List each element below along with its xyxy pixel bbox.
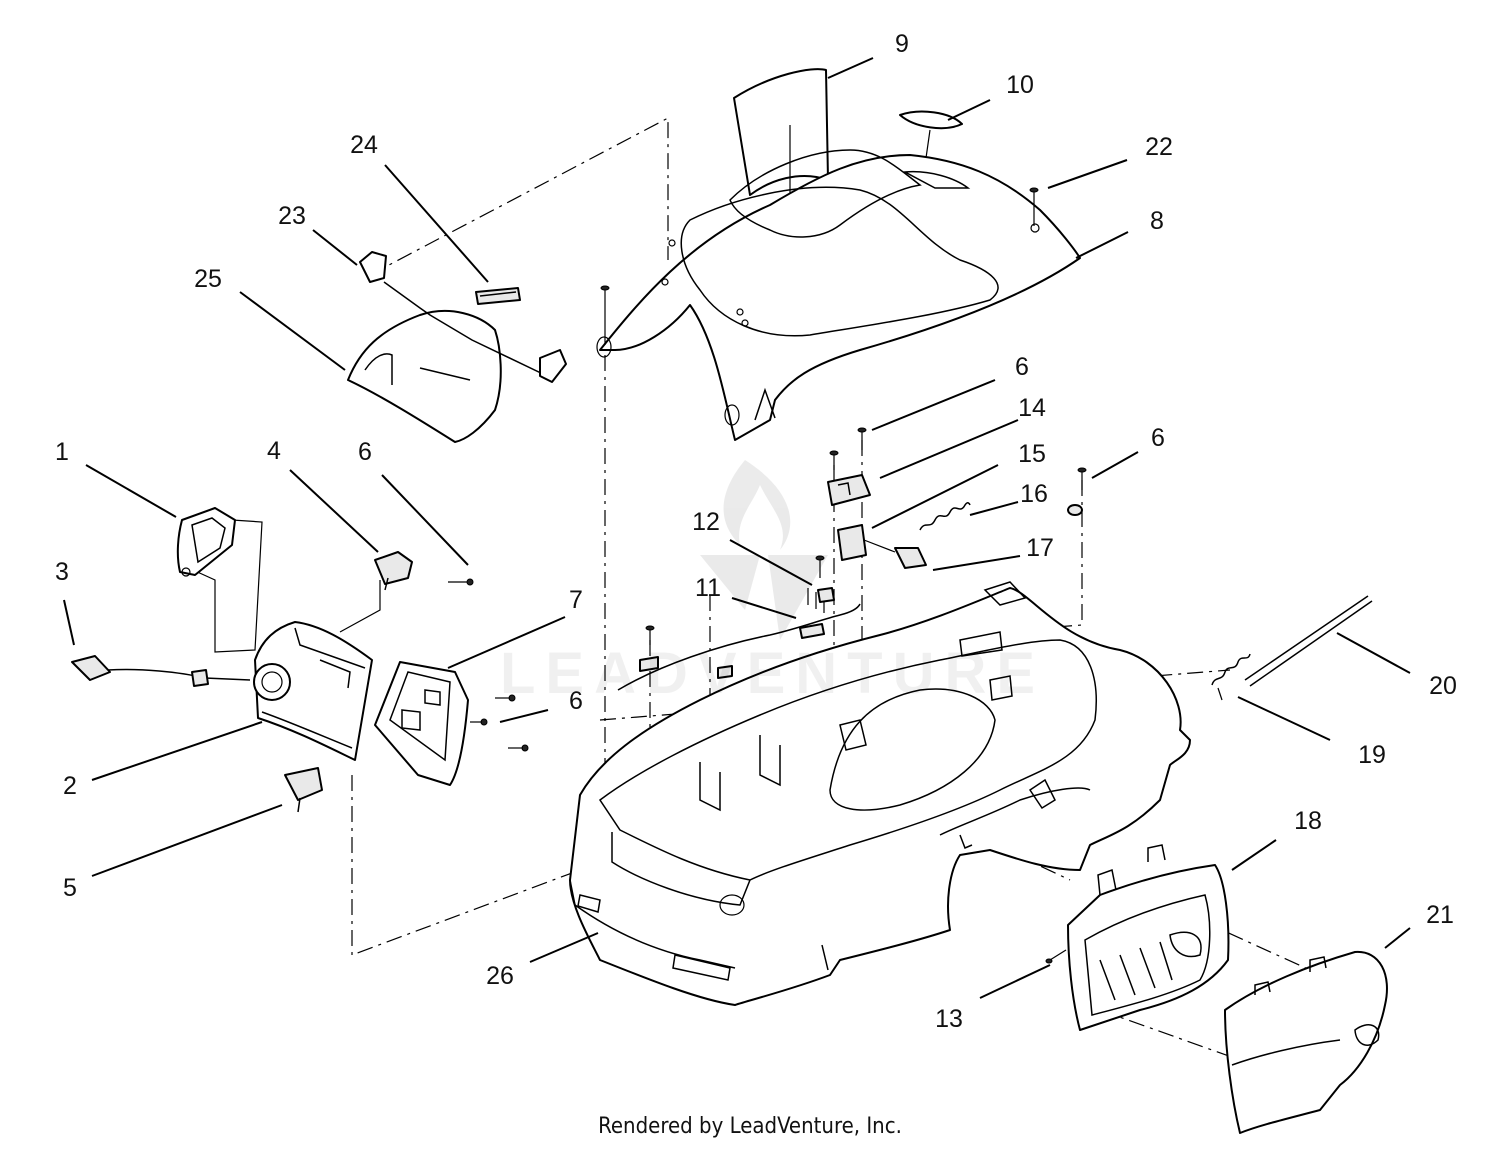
part-22-screw bbox=[1029, 187, 1039, 226]
callout-4: 4 bbox=[267, 437, 281, 465]
callout-6-b: 6 bbox=[569, 687, 583, 715]
footer-credit: Rendered by LeadVenture, Inc. bbox=[598, 1114, 902, 1139]
callout-25: 25 bbox=[194, 265, 222, 293]
callout-6-a: 6 bbox=[358, 438, 372, 466]
callout-24: 24 bbox=[350, 131, 378, 159]
callout-21: 21 bbox=[1426, 901, 1454, 929]
callout-16: 16 bbox=[1020, 480, 1048, 508]
callout-13: 13 bbox=[935, 1005, 963, 1033]
callout-20: 20 bbox=[1429, 672, 1457, 700]
part-2-control-panel bbox=[253, 621, 373, 761]
callout-1: 1 bbox=[55, 438, 69, 466]
part-19-spring bbox=[1211, 653, 1251, 701]
callout-labels: 1 2 3 4 5 6 6 6 6 6 7 8 9 10 11 12 13 14… bbox=[55, 30, 1457, 1033]
part-5-switch bbox=[284, 767, 323, 813]
part-6-bushing bbox=[1067, 504, 1083, 516]
callout-8: 8 bbox=[1150, 207, 1164, 235]
callout-22: 22 bbox=[1145, 133, 1173, 161]
callout-11: 11 bbox=[695, 574, 721, 602]
part-7-circuit-board bbox=[374, 661, 469, 786]
callout-3: 3 bbox=[55, 558, 69, 586]
part-20-rod bbox=[1244, 595, 1373, 687]
part-9-hood-cap bbox=[733, 68, 829, 210]
watermark-logo bbox=[700, 460, 828, 640]
part-11-cable bbox=[617, 603, 861, 691]
leader-lines bbox=[63, 57, 1411, 999]
part-18-rear-housing bbox=[1067, 844, 1230, 1031]
part-21-rear-cover bbox=[1224, 950, 1388, 1134]
part-24-spring bbox=[475, 287, 521, 305]
callout-15: 15 bbox=[1018, 440, 1046, 468]
part-3-key bbox=[71, 655, 251, 687]
part-8-hood bbox=[596, 149, 1081, 441]
callout-6-d: 6 bbox=[1151, 424, 1165, 452]
part-15-switch bbox=[837, 524, 896, 561]
callout-18: 18 bbox=[1294, 807, 1322, 835]
part-16-spring bbox=[919, 502, 971, 531]
callout-19: 19 bbox=[1358, 741, 1386, 769]
part-6-screws bbox=[448, 285, 1087, 752]
callout-10: 10 bbox=[1006, 71, 1034, 99]
part-13-screw bbox=[1045, 949, 1067, 964]
part-17-actuator bbox=[894, 547, 927, 569]
callout-5: 5 bbox=[63, 874, 77, 902]
watermark-text: LEADVENTURE bbox=[500, 641, 1046, 706]
part-25-cover bbox=[347, 309, 502, 443]
callout-7: 7 bbox=[569, 586, 583, 614]
part-14-bracket bbox=[827, 474, 871, 506]
callout-14: 14 bbox=[1018, 394, 1046, 422]
part-26-body bbox=[569, 581, 1191, 1006]
part-4-switch bbox=[374, 551, 413, 591]
callout-9: 9 bbox=[895, 30, 909, 58]
part-23-handle bbox=[359, 251, 567, 383]
callout-17: 17 bbox=[1026, 534, 1054, 562]
callout-12: 12 bbox=[692, 508, 720, 536]
part-12-clip bbox=[817, 587, 835, 603]
part-1-bezel bbox=[176, 507, 236, 577]
callout-23: 23 bbox=[278, 202, 306, 230]
callout-6-c: 6 bbox=[1015, 353, 1029, 381]
callout-2: 2 bbox=[63, 772, 77, 800]
callout-26: 26 bbox=[486, 962, 514, 990]
